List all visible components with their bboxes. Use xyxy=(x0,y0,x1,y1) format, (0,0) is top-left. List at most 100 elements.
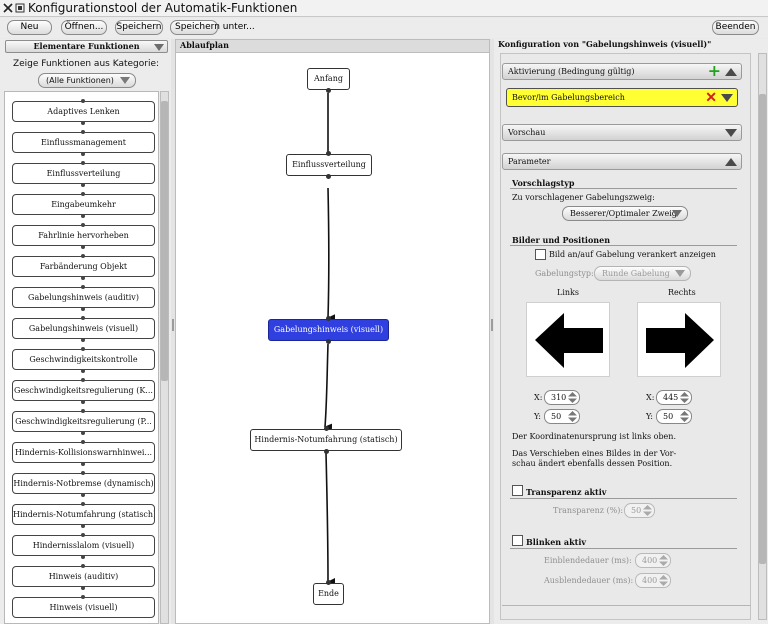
open-button[interactable]: Öffnen... xyxy=(61,20,107,35)
list-item[interactable]: Hindernis-Kollisionswarnhinwei... xyxy=(12,442,155,463)
new-button[interactable]: Neu xyxy=(7,20,52,35)
left-x-value: 310 xyxy=(551,393,567,402)
list-item[interactable]: Fahrlinie hervorheben xyxy=(12,225,155,246)
flow-node-start[interactable]: Anfang xyxy=(307,68,350,90)
list-item[interactable]: Hindernis-Notumfahrung (statisch) xyxy=(12,504,155,525)
suggested-branch-value: Besserer/Optimaler Zweig xyxy=(570,209,677,218)
collapse-up-icon[interactable] xyxy=(725,158,737,166)
activation-section-header[interactable]: Aktivierung (Bedingung gültig) + xyxy=(502,63,742,80)
scrollbar-thumb[interactable] xyxy=(759,94,766,564)
blink-checkbox[interactable] xyxy=(512,535,523,546)
window-menu-icon[interactable] xyxy=(15,3,25,13)
spin-arrows-icon[interactable] xyxy=(659,555,668,566)
preview-section-header[interactable]: Vorschau xyxy=(502,124,742,141)
blink-heading: Blinken aktiv xyxy=(526,537,586,547)
remove-condition-icon[interactable]: ✕ xyxy=(705,90,717,106)
close-window-icon[interactable] xyxy=(3,3,13,13)
connector-dot xyxy=(81,409,85,413)
spin-arrows-icon[interactable] xyxy=(643,505,652,516)
right-x-label: X: xyxy=(646,393,655,402)
configuration-header: Konfiguration von "Gabelungshinweis (vis… xyxy=(498,39,712,49)
scrollbar-thumb[interactable] xyxy=(161,101,168,381)
list-item[interactable]: Einflussverteilung xyxy=(12,163,155,184)
list-item[interactable]: Einflussmanagement xyxy=(12,132,155,153)
list-item[interactable]: Hindernisslalom (visuell) xyxy=(12,535,155,556)
collapse-arrow-icon[interactable] xyxy=(154,44,164,51)
connector-dot xyxy=(326,174,331,179)
fork-type-select[interactable]: Runde Gabelung xyxy=(594,266,691,281)
title-bar: Konfigurationstool der Automatik-Funktio… xyxy=(0,0,768,17)
spin-arrows-icon[interactable] xyxy=(680,411,689,422)
flow-node-end[interactable]: Ende xyxy=(313,583,344,605)
list-item[interactable]: Adaptives Lenken xyxy=(12,101,155,122)
anchor-checkbox[interactable] xyxy=(535,249,546,260)
save-button[interactable]: Speichern xyxy=(115,20,163,35)
suggested-branch-select[interactable]: Besserer/Optimaler Zweig xyxy=(562,206,688,221)
list-item[interactable]: Farbänderung Objekt xyxy=(12,256,155,277)
list-item[interactable]: Geschwindigkeitsregulierung (K... xyxy=(12,380,155,401)
left-arrow-image[interactable] xyxy=(526,302,610,377)
function-library-header[interactable]: Elementare Funktionen xyxy=(5,40,168,53)
list-item[interactable]: Hinweis (auditiv) xyxy=(12,566,155,587)
flow-plan-pane: Ablaufplan Anfang Einflussverteilung Gab… xyxy=(175,39,490,624)
transparency-heading: Transparenz aktiv xyxy=(526,487,607,497)
flow-connectors xyxy=(324,92,336,586)
right-image-label: Rechts xyxy=(668,288,696,297)
left-y-spinbox[interactable]: 50 xyxy=(544,409,580,424)
divider xyxy=(510,188,737,189)
list-item[interactable]: Hindernis-Notbremse (dynamisch) xyxy=(12,473,155,494)
function-library-title: Elementare Funktionen xyxy=(33,41,140,51)
fade-in-label: Einblendedauer (ms): xyxy=(544,556,632,565)
function-list-scrollbar[interactable] xyxy=(160,91,169,624)
parameter-section-header[interactable]: Parameter xyxy=(502,153,742,170)
save-as-button[interactable]: Speichern unter... xyxy=(170,20,255,35)
list-item[interactable]: Geschwindigkeitsregulierung (P... xyxy=(12,411,155,432)
right-y-spinbox[interactable]: 50 xyxy=(656,409,692,424)
right-x-spinbox[interactable]: 445 xyxy=(656,390,692,405)
flow-node-gabelungshinweis-visuell[interactable]: Gabelungshinweis (visuell) xyxy=(268,319,389,341)
splitter-left[interactable] xyxy=(171,39,175,624)
function-list[interactable]: Adaptives Lenken Einflussmanagement Einf… xyxy=(4,91,159,624)
spin-arrows-icon[interactable] xyxy=(659,575,668,586)
connector-dot xyxy=(81,316,85,320)
toolbar: Neu Öffnen... Speichern Speichern unter.… xyxy=(0,18,768,38)
list-item[interactable]: Gabelungshinweis (auditiv) xyxy=(12,287,155,308)
fade-in-spinbox[interactable]: 400 xyxy=(635,553,671,568)
flow-node-einflussverteilung[interactable]: Einflussverteilung xyxy=(286,154,372,176)
collapse-up-icon[interactable] xyxy=(725,68,737,76)
suggested-branch-label: Zu vorschlagener Gabelungszweig: xyxy=(512,193,655,202)
list-item[interactable]: Hinweis (visuell) xyxy=(12,597,155,618)
list-item[interactable]: Gabelungshinweis (visuell) xyxy=(12,318,155,339)
window-title: Konfigurationstool der Automatik-Funktio… xyxy=(28,1,298,15)
fade-out-spinbox[interactable]: 400 xyxy=(635,573,671,588)
flow-node-hindernis-notumfahrung[interactable]: Hindernis-Notumfahrung (statisch) xyxy=(250,429,402,451)
connector-dot xyxy=(324,426,329,431)
configuration-content: Aktivierung (Bedingung gültig) + Bevor/i… xyxy=(500,53,751,620)
add-condition-icon[interactable]: + xyxy=(707,61,721,80)
flow-canvas[interactable]: Anfang Einflussverteilung Gabelungshinwe… xyxy=(176,54,489,623)
category-select[interactable]: (Alle Funktionen) xyxy=(38,73,136,88)
activation-section-title: Aktivierung (Bedingung gültig) xyxy=(508,67,635,76)
condition-row[interactable]: Bevor/im Gabelungsbereich ✕ xyxy=(506,88,738,107)
list-item[interactable]: Geschwindigkeitskontrolle xyxy=(12,349,155,370)
list-item[interactable]: Eingabeumkehr xyxy=(12,194,155,215)
right-arrow-image[interactable] xyxy=(637,302,721,377)
spin-arrows-icon[interactable] xyxy=(568,392,577,403)
quit-button[interactable]: Beenden xyxy=(712,20,759,35)
splitter-right[interactable] xyxy=(490,39,494,624)
configuration-scrollbar[interactable] xyxy=(758,53,767,620)
transparency-spinbox[interactable]: 50 xyxy=(624,503,655,518)
edge-n1-n2 xyxy=(327,187,336,323)
move-note-line-2: schau ändert ebenfalls dessen Position. xyxy=(512,459,673,468)
left-x-spinbox[interactable]: 310 xyxy=(544,390,580,405)
condition-dropdown-icon[interactable] xyxy=(721,94,733,102)
connector-dot xyxy=(81,524,85,528)
spin-arrows-icon[interactable] xyxy=(568,411,577,422)
spin-arrows-icon[interactable] xyxy=(680,392,689,403)
expand-down-icon[interactable] xyxy=(725,129,737,137)
connector-dot xyxy=(81,192,85,196)
connector-dot xyxy=(81,99,85,103)
arrow-right-icon xyxy=(646,313,714,368)
transparency-checkbox[interactable] xyxy=(512,485,523,496)
connector-dot xyxy=(81,586,85,590)
